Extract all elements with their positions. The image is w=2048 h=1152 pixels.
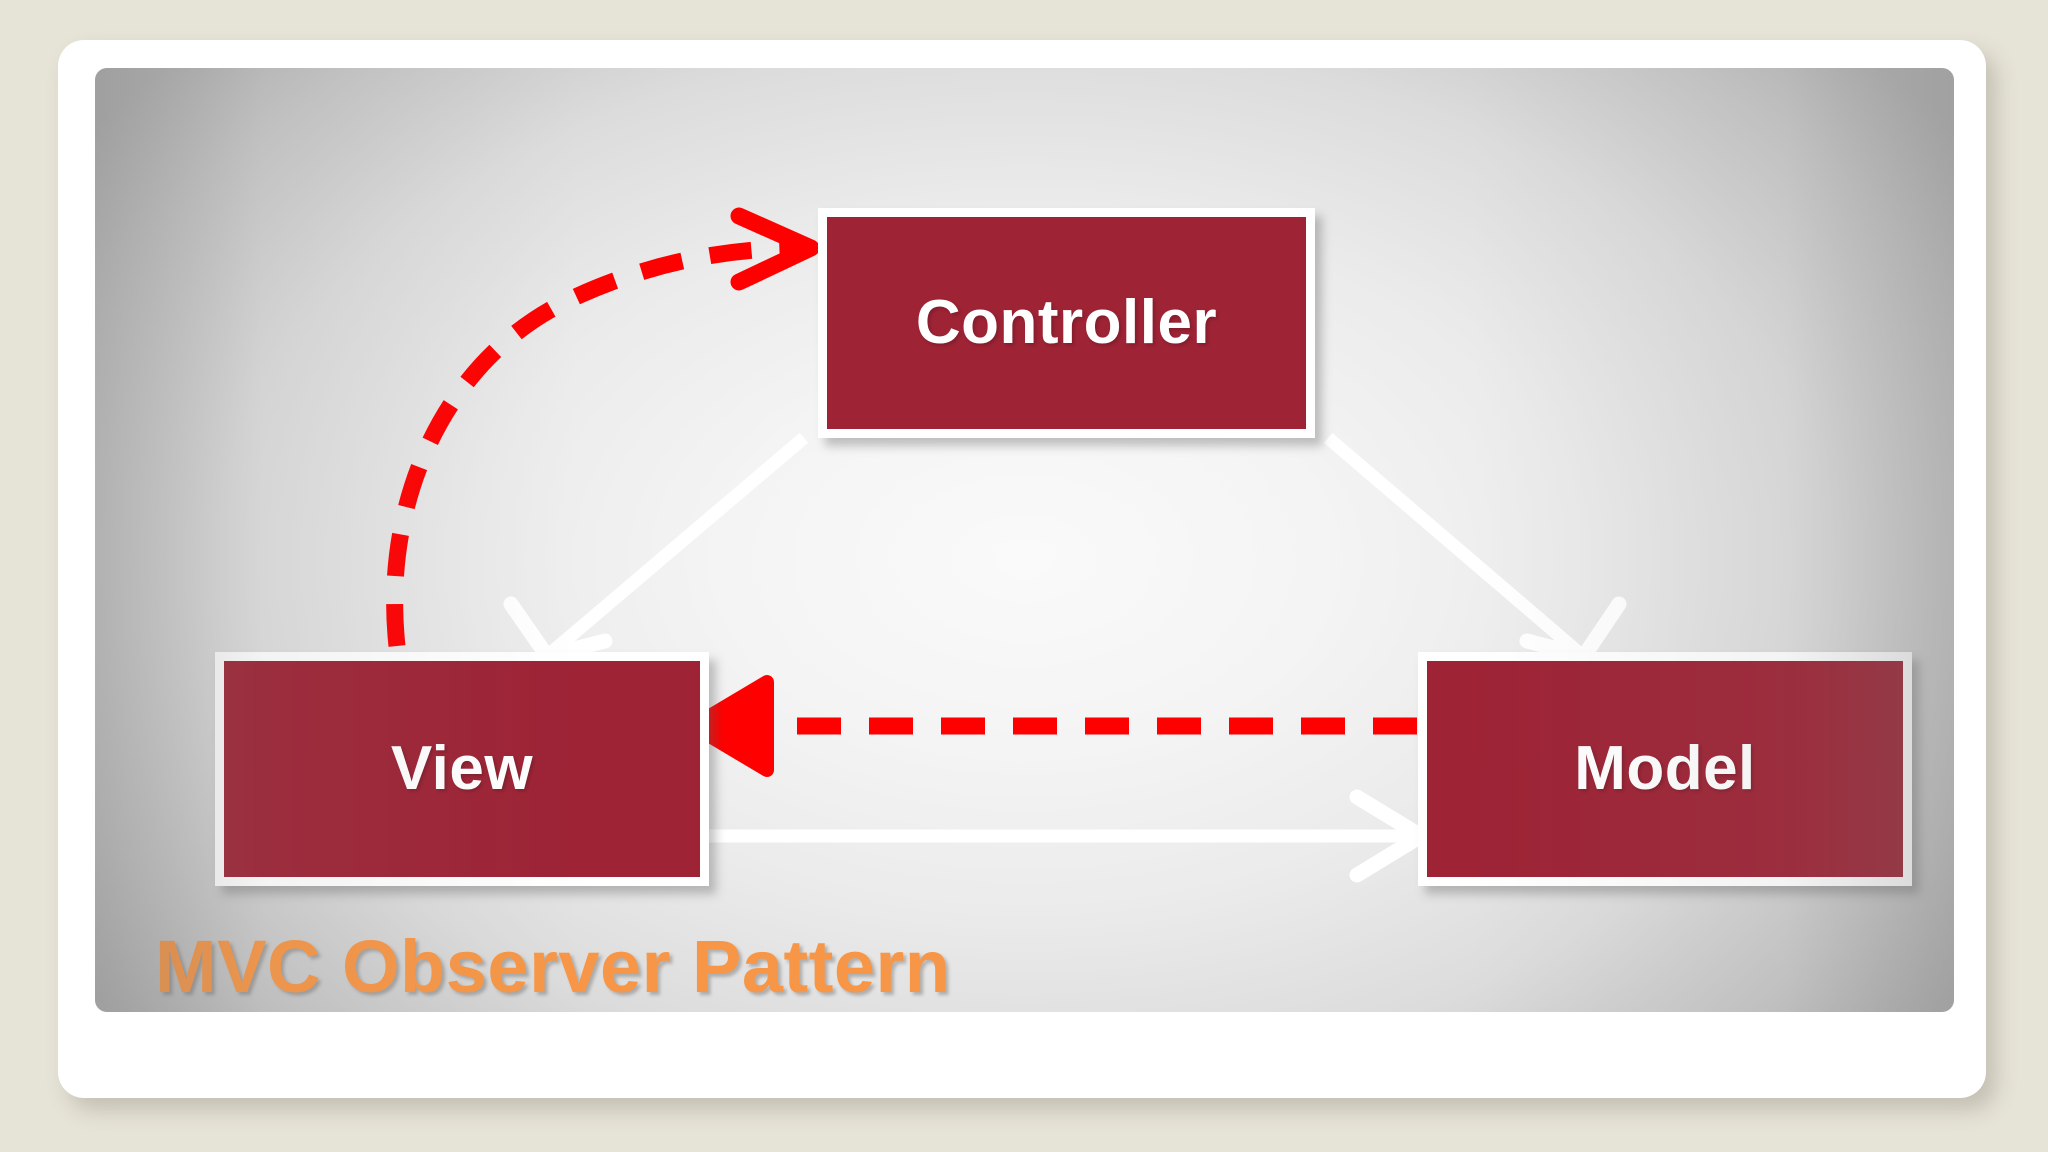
node-view-label: View: [390, 734, 534, 803]
node-model-label: Model: [1574, 734, 1756, 803]
connector-view-to-controller: [386, 207, 820, 647]
slide-card: Controller View Model MVC Observer Patte…: [58, 40, 1986, 1098]
diagram-canvas: Controller View Model MVC Observer Patte…: [95, 68, 1954, 1012]
connector-view-to-model: [700, 789, 1429, 883]
connector-model-to-view: [686, 675, 1417, 777]
node-controller[interactable]: Controller: [818, 208, 1315, 438]
connector-controller-to-model: [1323, 432, 1627, 664]
slide-title: MVC Observer Pattern: [155, 925, 951, 1008]
node-view[interactable]: View: [215, 652, 709, 886]
node-model[interactable]: Model: [1418, 652, 1912, 886]
connector-controller-to-view: [503, 432, 809, 664]
node-controller-label: Controller: [915, 288, 1218, 357]
